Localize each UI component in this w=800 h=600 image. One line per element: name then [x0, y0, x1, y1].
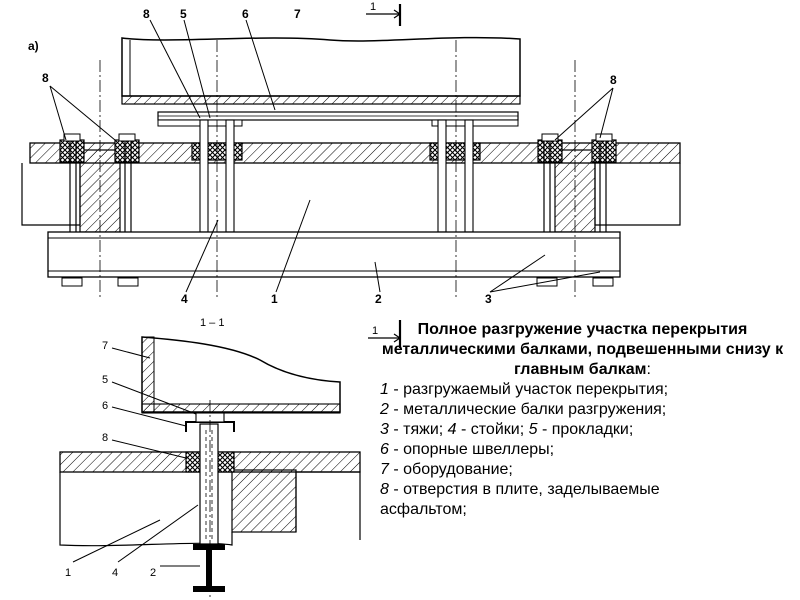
equipment-block [121, 36, 521, 105]
elevation-view-a: а) 1 [21, 1, 681, 306]
section-title: 1 – 1 [200, 317, 224, 329]
legend-num: 8 [380, 481, 389, 498]
caption-title-text: Полное разгружение участка перекрытия ме… [381, 321, 784, 378]
label-8-left: 8 [42, 71, 49, 85]
legend-item-2: 2 - металлические балки разгружения; [380, 400, 785, 420]
caption-legend: Полное разгружение участка перекрытия ме… [380, 320, 785, 520]
section-label-7: 7 [102, 340, 108, 352]
section-label-4: 4 [112, 567, 118, 579]
label-4-bottom: 4 [181, 292, 188, 306]
label-1-bottom: 1 [271, 292, 278, 306]
legend-text-4: - стойки; [456, 421, 529, 438]
label-8-top: 8 [143, 7, 150, 21]
label-5-top: 5 [180, 7, 187, 21]
legend-text: - разгружаемый участок перекрытия; [388, 381, 669, 398]
legend-text: - тяжи; [388, 421, 448, 438]
legend-num: 6 [380, 441, 389, 458]
legend-num: 2 [380, 401, 389, 418]
legend-text: - опорные швеллеры; [388, 441, 555, 458]
legend-text: - металлические балки разгружения; [388, 401, 667, 418]
legend-item-8: 8 - отверстия в плите, заделываемые асфа… [380, 480, 740, 520]
section-mark-top-label: 1 [370, 1, 376, 13]
view-a-label: а) [28, 39, 39, 53]
caption-title-colon: : [646, 361, 651, 378]
section-mark-top: 1 [366, 1, 402, 26]
leaders-view-a [49, 19, 614, 293]
label-2-bottom: 2 [375, 292, 382, 306]
legend-text-5: - прокладки; [537, 421, 634, 438]
legend-text: - оборудование; [388, 461, 513, 478]
posts [199, 119, 474, 233]
leaders-section [72, 347, 200, 567]
legend-num: 1 [380, 381, 389, 398]
legend-item-7: 7 - оборудование; [380, 460, 785, 480]
support-channel [157, 111, 519, 127]
section-view-1-1: 1 – 1 1 [59, 317, 402, 600]
label-8-right: 8 [610, 73, 617, 87]
legend-text: - отверстия в плите, заделываемые асфаль… [380, 481, 660, 518]
label-6-top: 6 [242, 7, 249, 21]
legend-item-3: 3 - тяжи; 4 - стойки; 5 - прокладки; [380, 420, 785, 440]
caption-title: Полное разгружение участка перекрытия ме… [380, 320, 785, 380]
section-mark-bottom-label: 1 [372, 325, 378, 337]
section-equipment [141, 336, 341, 414]
label-3-bottom: 3 [485, 292, 492, 306]
section-label-2: 2 [150, 567, 156, 579]
section-i-beam [193, 544, 225, 592]
section-label-5: 5 [102, 374, 108, 386]
floor-slab [21, 133, 681, 233]
section-label-8: 8 [102, 432, 108, 444]
legend-item-1: 1 - разгружаемый участок перекрытия; [380, 380, 785, 400]
legend-num: 3 [380, 421, 389, 438]
section-mark-bottom: 1 [368, 320, 402, 348]
section-label-6: 6 [102, 400, 108, 412]
legend-num-4: 4 [447, 421, 457, 438]
label-7-top: 7 [294, 7, 301, 21]
centre-lines [99, 40, 576, 300]
unloading-beam [47, 231, 621, 287]
section-label-1: 1 [65, 567, 71, 579]
legend-num-5: 5 [528, 421, 538, 438]
legend-num: 7 [380, 461, 389, 478]
section-post [199, 423, 219, 545]
legend-item-6: 6 - опорные швеллеры; [380, 440, 785, 460]
